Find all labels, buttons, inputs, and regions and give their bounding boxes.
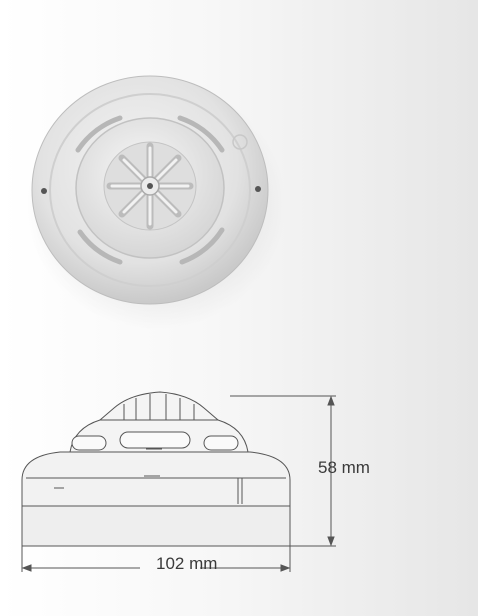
width-dimension-label: 102 mm (156, 554, 218, 573)
side-view-drawing-panel: 58 mm 102 mm (0, 340, 478, 616)
height-dimension-label: 58 mm (318, 458, 370, 477)
detector-photo-icon (26, 75, 286, 330)
detector-side-view-drawing-icon (21, 391, 336, 572)
detector-photo-panel (26, 75, 286, 330)
